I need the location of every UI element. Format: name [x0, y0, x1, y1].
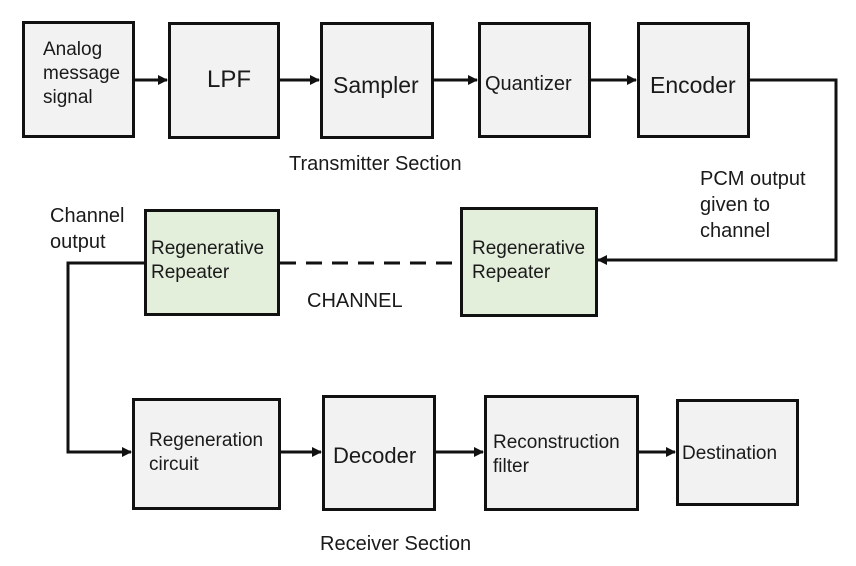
lpf-label: LPF	[207, 66, 252, 93]
arrow-channel-output-to-regeneration	[66, 261, 144, 457]
reconstruction-filter-label: Reconstruction filter	[493, 432, 620, 477]
reconstruction-filter-block: Reconstruction filter	[484, 395, 639, 511]
channel-label: CHANNEL	[307, 290, 403, 312]
sampler-label: Sampler	[333, 72, 419, 98]
quantizer-block: Quantizer	[478, 22, 591, 138]
regeneration-circuit-label: Regeneration circuit	[149, 430, 264, 475]
quantizer-label: Quantizer	[485, 73, 572, 95]
receiver-section-label: Receiver Section	[320, 533, 472, 555]
analog-message-block: Analog message signal	[22, 21, 135, 138]
destination-block: Destination	[676, 399, 799, 506]
regeneration-circuit-block: Regeneration circuit	[132, 398, 281, 510]
decoder-label: Decoder	[333, 443, 417, 468]
arrow-encoder-to-repeater	[597, 78, 838, 265]
sampler-block: Sampler	[320, 22, 434, 139]
decoder-block: Decoder	[322, 395, 436, 511]
analog-message-label: Analog message signal	[43, 39, 121, 108]
left-regenerative-repeater-block: Regenerative Repeater	[144, 209, 280, 316]
pcm-output-label: PCM output given to channel	[700, 168, 806, 242]
left-repeater-label: Regenerative Repeater	[151, 238, 265, 283]
encoder-block: Encoder	[637, 22, 750, 138]
right-repeater-label: Regenerative Repeater	[472, 238, 586, 283]
channel-output-label: Channel output	[50, 205, 125, 253]
lpf-block: LPF	[168, 22, 280, 139]
destination-label: Destination	[682, 443, 778, 464]
encoder-label: Encoder	[650, 72, 736, 98]
right-regenerative-repeater-block: Regenerative Repeater	[460, 207, 598, 317]
transmitter-section-label: Transmitter Section	[289, 153, 462, 175]
